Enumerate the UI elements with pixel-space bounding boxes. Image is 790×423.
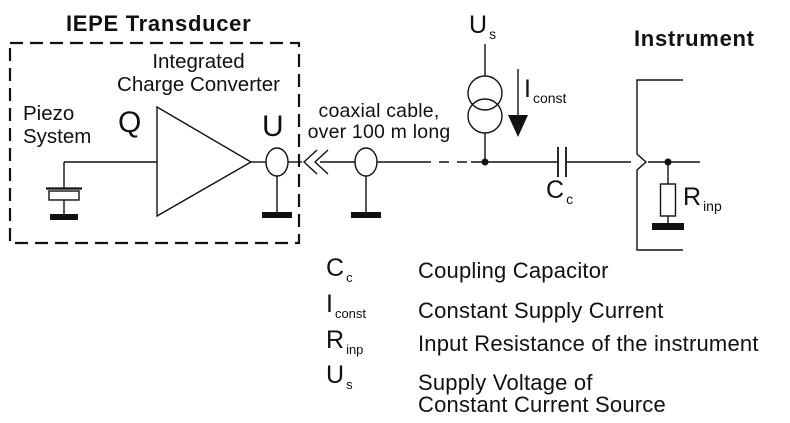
coupling-capacitor (557, 147, 631, 177)
cable-plug-chevrons (302, 149, 329, 175)
legend-description: Supply Voltage of Constant Current Sourc… (418, 370, 666, 417)
legend-description: Coupling Capacitor (418, 258, 609, 283)
current-arrow (508, 69, 528, 137)
ground-bar (262, 212, 292, 218)
current-source (467, 44, 503, 166)
instrument-title: Instrument (634, 26, 755, 51)
piezo-element (46, 161, 157, 220)
charge-signal-label: Q (118, 106, 142, 139)
cable-connector (320, 147, 381, 218)
output-connector (251, 147, 302, 218)
transducer-dashed-box (8, 41, 301, 245)
ground-bar (50, 214, 78, 220)
voltage-signal-label: U (262, 110, 284, 143)
input-resistor (652, 162, 684, 230)
ground-bar (652, 223, 684, 230)
instrument-bracket (636, 79, 700, 251)
coaxial-cable-label: coaxial cable, over 100 m long (307, 100, 451, 143)
legend-description: Constant Supply Current (418, 298, 664, 323)
arrowhead (508, 115, 528, 137)
charge-converter-label: Integrated Charge Converter (117, 50, 280, 96)
ground-bar (351, 212, 381, 218)
legend-description: Input Resistance of the instrument (418, 331, 759, 356)
transducer-title: IEPE Transducer (66, 11, 252, 36)
piezo-system-label: Piezo System (23, 102, 92, 148)
amplifier-triangle (156, 105, 253, 218)
